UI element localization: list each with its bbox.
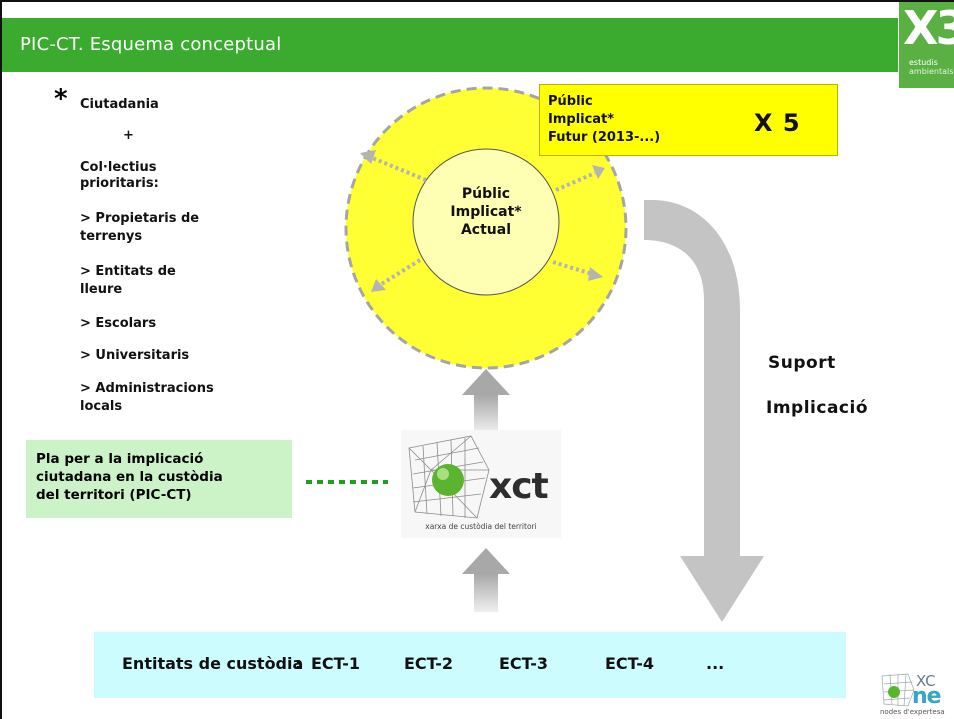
page-title: PIC-CT. Esquema conceptual xyxy=(20,34,282,55)
list-item-plus: + xyxy=(123,128,134,143)
xct-wordmark: xct xyxy=(489,466,549,507)
implicacio-label: Implicació xyxy=(766,398,868,418)
entities-label: Entitats de custòdia xyxy=(122,654,304,673)
net-mesh-icon xyxy=(881,673,915,707)
plan-line-1: Pla per a la implicació xyxy=(36,451,204,467)
net-logo-xc: XC xyxy=(916,672,936,690)
entities-colon: : xyxy=(295,654,302,673)
net-logo-ne: ne xyxy=(912,684,942,709)
entity-ect-3: ECT-3 xyxy=(499,654,549,673)
support-curved-arrow xyxy=(644,200,764,622)
header-bar: PIC-CT. Esquema conceptual xyxy=(2,18,898,72)
asterisk-marker: * xyxy=(54,84,68,114)
pic-ct-plan-box: Pla per a la implicació ciutadana en la … xyxy=(26,440,292,518)
list-item-propietaris: > Propietaris de xyxy=(80,211,200,226)
current-public-label: Públic Implicat* Actual xyxy=(413,185,559,239)
net-logo-sub: nodes d'expertesa xyxy=(880,708,945,716)
list-item-locals: locals xyxy=(80,399,123,414)
list-item-universitaris: > Universitaris xyxy=(80,348,190,363)
plan-line-3: del territori (PIC-CT) xyxy=(36,487,192,503)
xct-logo: xarxa de custòdia del territori xyxy=(401,430,561,538)
multiplier-label: X 5 xyxy=(754,109,801,137)
future-line-2: Implicat* xyxy=(548,112,615,127)
logo-x3-line1: estudis xyxy=(909,58,938,67)
xct-mesh-icon xyxy=(401,430,561,538)
future-line-3: Futur (2013-...) xyxy=(548,130,661,145)
list-item-administracions: > Administracions xyxy=(80,381,214,396)
current-line-3: Actual xyxy=(460,222,512,238)
expansion-arrows xyxy=(369,155,596,287)
xct-net-logo: XC ne nodes d'expertesa xyxy=(876,668,954,719)
inner-public-circle xyxy=(412,148,560,296)
up-arrow-to-xct xyxy=(462,548,510,612)
frame-left-border xyxy=(0,0,2,719)
future-public-box: Públic Implicat* Futur (2013-...) X 5 xyxy=(539,84,838,156)
current-line-2: Implicat* xyxy=(450,204,522,220)
custody-entities-bar: Entitats de custòdia : ECT-1 ECT-2 ECT-3… xyxy=(94,632,846,698)
plan-line-2: ciutadana en la custòdia xyxy=(36,469,223,485)
expansion-arrowheads xyxy=(360,150,605,292)
entity-more: ... xyxy=(706,654,725,673)
up-arrow-to-circle xyxy=(462,369,510,431)
logo-x3-mark: X3 xyxy=(903,2,954,55)
xct-subtitle: xarxa de custòdia del territori xyxy=(425,522,537,531)
future-line-1: Públic xyxy=(548,94,593,109)
list-item-ciutadania: Ciutadania xyxy=(80,97,159,112)
logo-x3-line2: ambientals xyxy=(909,67,954,76)
list-item-prioritaris: prioritaris: xyxy=(80,176,159,191)
current-line-1: Públic xyxy=(461,186,511,202)
entity-ect-1: ECT-1 xyxy=(311,654,361,673)
x3-estudis-ambientals-logo: X3 estudis ambientals xyxy=(899,2,954,88)
entity-ect-2: ECT-2 xyxy=(404,654,454,673)
list-item-escolars: > Escolars xyxy=(80,316,157,331)
suport-label: Suport xyxy=(768,353,836,373)
entity-ect-4: ECT-4 xyxy=(605,654,655,673)
frame-top-border xyxy=(0,0,954,2)
list-item-collectius: Col·lectius xyxy=(80,160,157,175)
list-item-lleure: lleure xyxy=(80,282,123,297)
list-item-terrenys: terrenys xyxy=(80,229,143,244)
list-item-entitats: > Entitats de xyxy=(80,264,176,279)
